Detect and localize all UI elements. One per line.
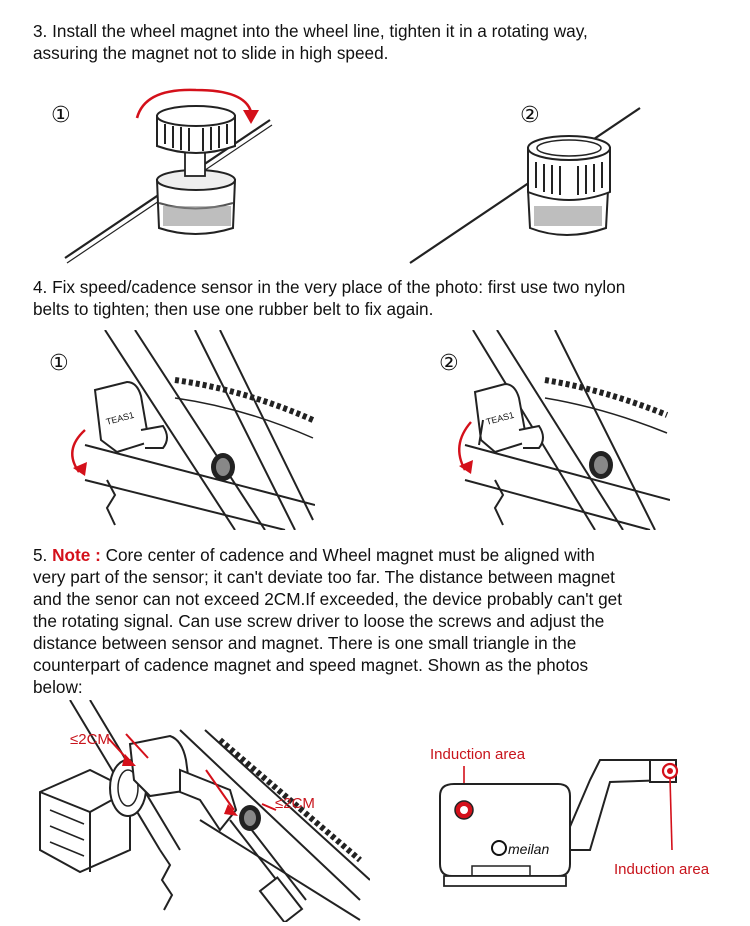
induction-label-arm: Induction area bbox=[614, 861, 710, 878]
step5-text-line4: the rotating signal. Can use screw drive… bbox=[33, 611, 605, 631]
wheel-magnet-figure-1: ① bbox=[51, 88, 273, 264]
step4-text-line1: 4. Fix speed/cadence sensor in the very … bbox=[33, 277, 626, 297]
marker-two-step4: ② bbox=[439, 351, 459, 376]
step4-text-line2: belts to tighten; then use one rubber be… bbox=[33, 299, 434, 319]
note-label: Note : bbox=[52, 545, 101, 565]
step5-prefix: 5. bbox=[33, 545, 53, 565]
step5-text-line7: below: bbox=[33, 677, 83, 697]
step5-line1-rest: Core center of cadence and Wheel magnet … bbox=[100, 545, 595, 565]
distance-label-wheel: ≤2CM bbox=[275, 795, 315, 812]
induction-label-sensor: Induction area bbox=[430, 746, 526, 763]
marker-two: ② bbox=[520, 103, 540, 128]
step5-text-line3: and the senor can not exceed 2CM.If exce… bbox=[33, 589, 622, 609]
marker-one-step4: ① bbox=[49, 351, 69, 376]
marker-one: ① bbox=[51, 103, 71, 128]
step3-text-line2: assuring the magnet not to slide in high… bbox=[33, 43, 389, 63]
distance-label-crank: ≤2CM bbox=[70, 731, 110, 748]
step3-text-line1: 3. Install the wheel magnet into the whe… bbox=[33, 21, 588, 41]
induction-area-figure: Induction area Induction area meilan bbox=[430, 746, 710, 887]
wheel-magnet-figure-2: ② bbox=[409, 103, 641, 264]
brand-logo: meilan bbox=[508, 841, 549, 857]
step5-text-line5: distance between sensor and magnet. Ther… bbox=[33, 633, 577, 653]
step5-text-line1: 5. Note : Core center of cadence and Whe… bbox=[33, 544, 595, 566]
sensor-mount-figure-1: ① TEAS1 bbox=[49, 330, 315, 530]
step5-text-line2: very part of the sensor; it can't deviat… bbox=[33, 567, 615, 587]
sensor-mount-figure-2: ② TEAS1 bbox=[439, 330, 670, 530]
alignment-distance-figure: ≤2CM ≤2CM bbox=[39, 700, 370, 922]
step5-text-line6: counterpart of cadence magnet and speed … bbox=[33, 655, 589, 675]
